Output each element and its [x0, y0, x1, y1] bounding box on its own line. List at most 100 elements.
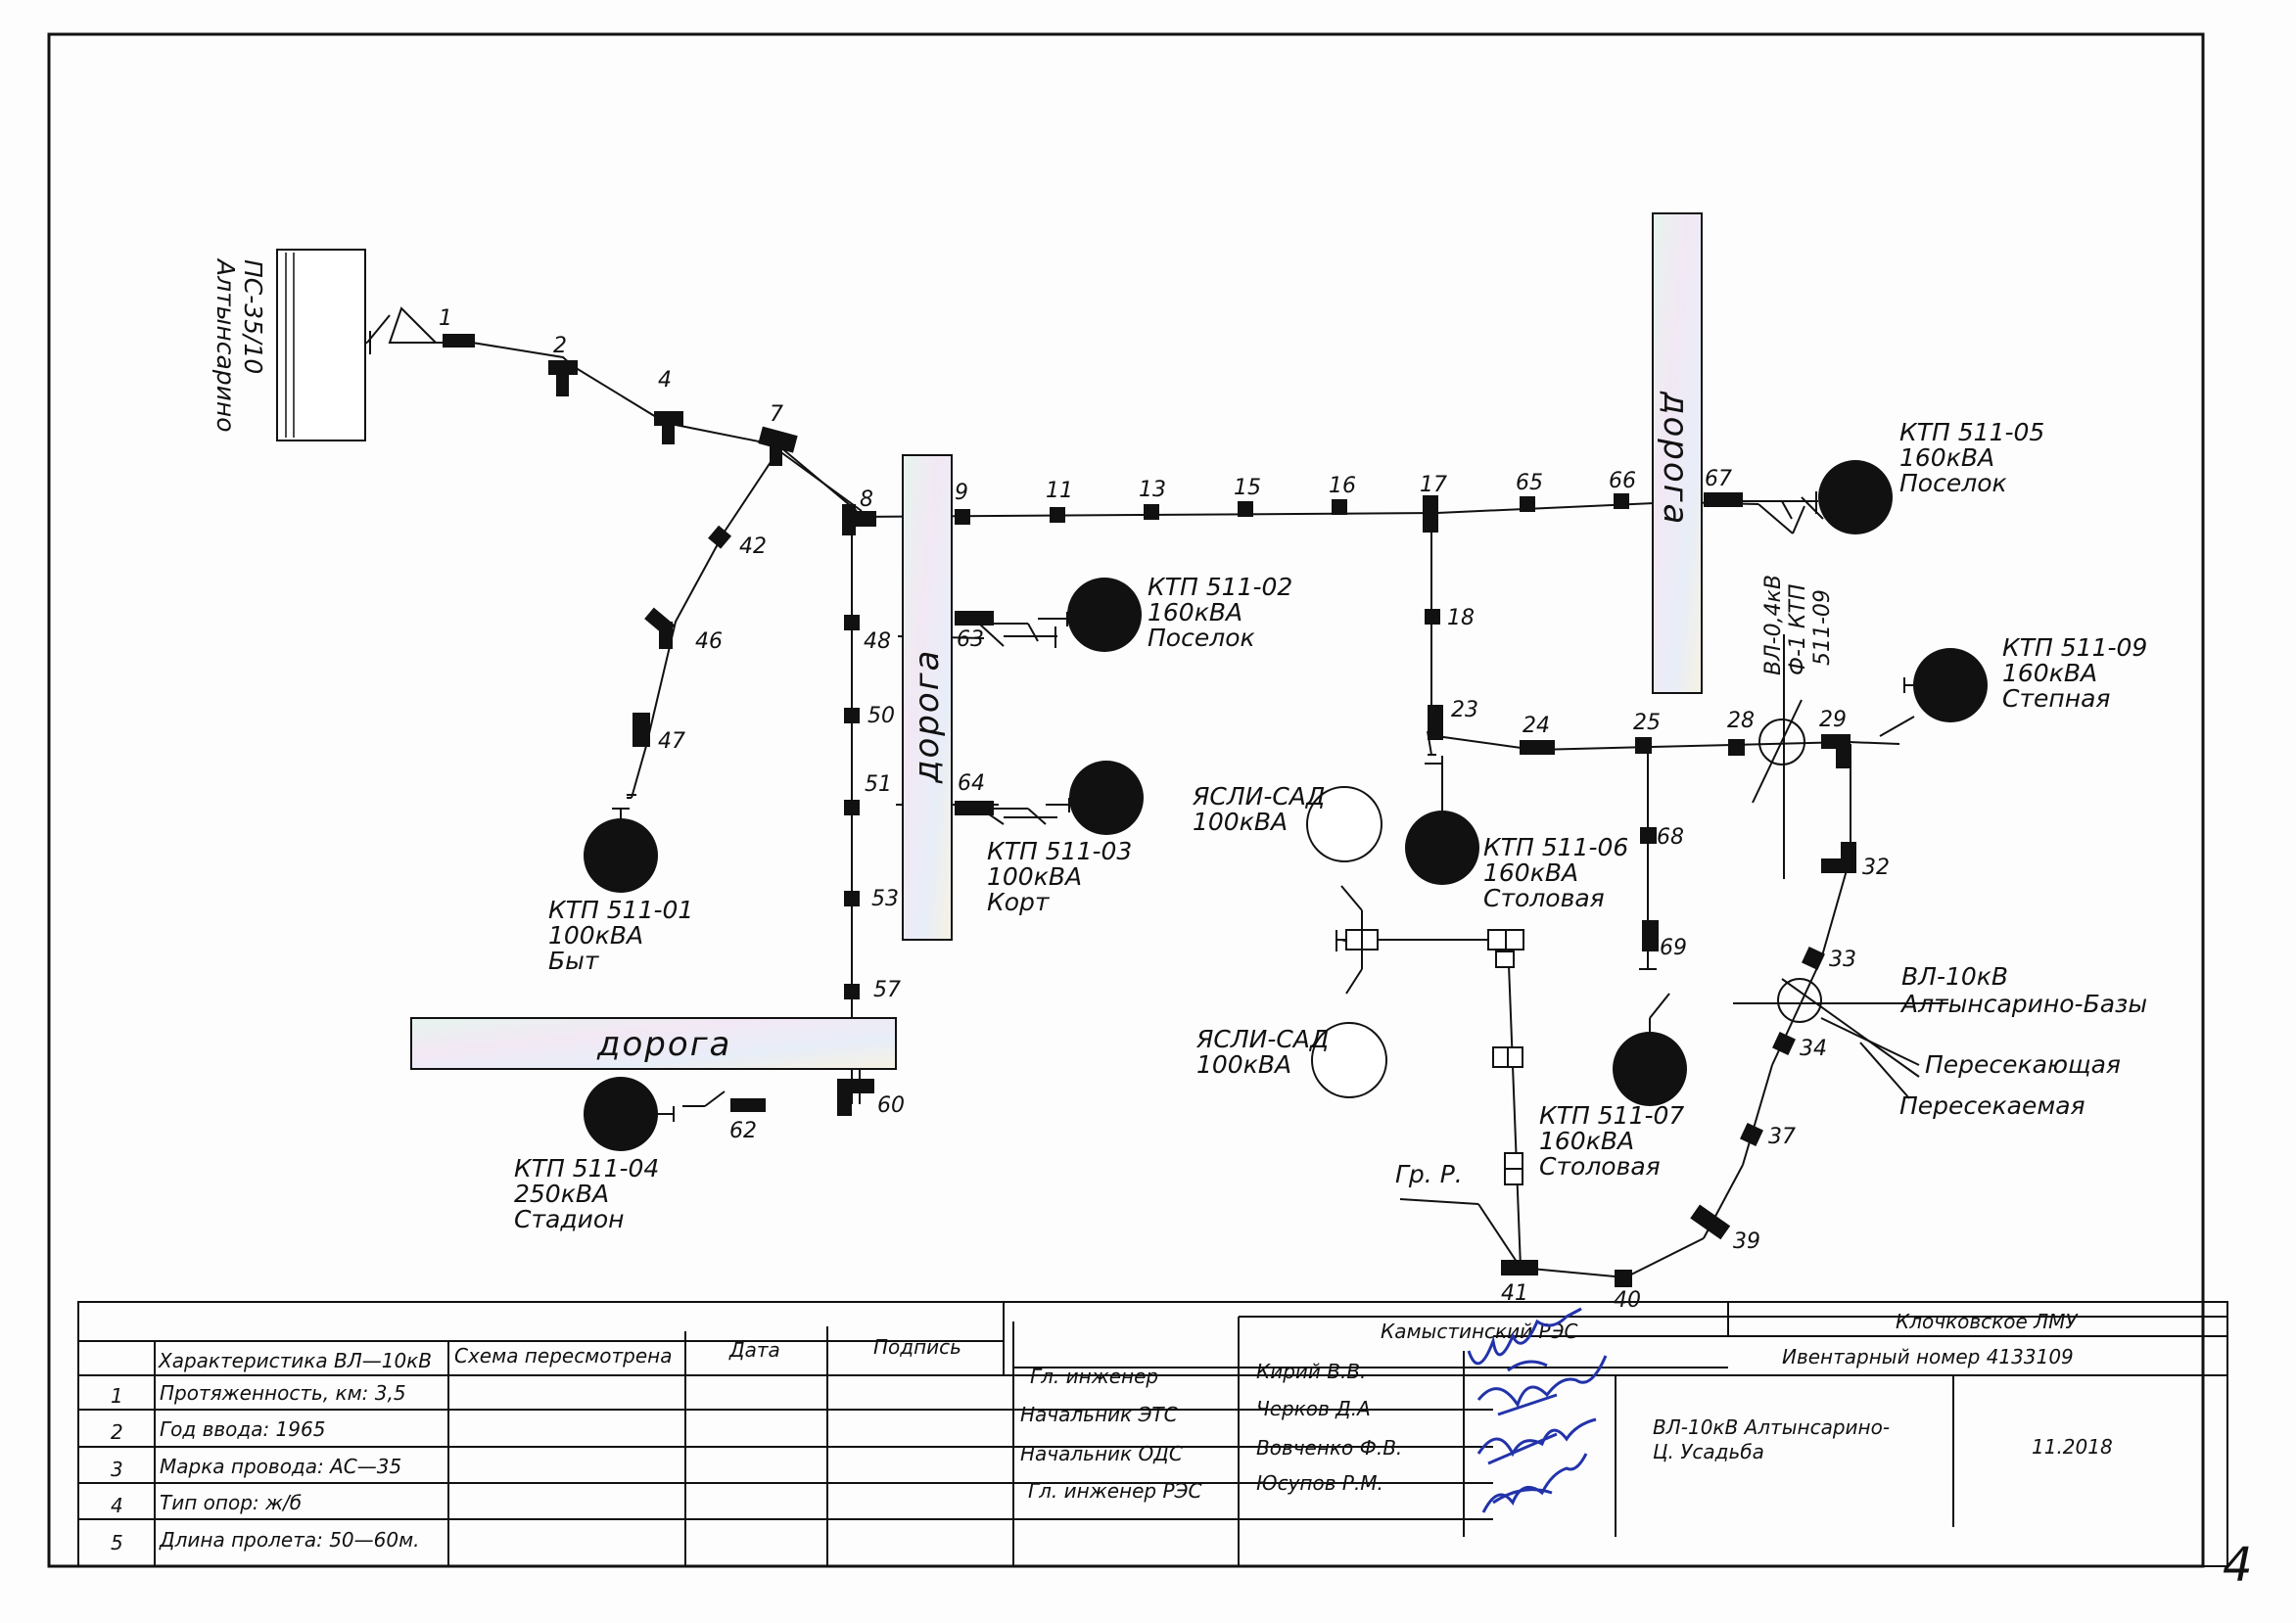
transformer-ktp-511-01: [584, 818, 658, 893]
svg-text:68: 68: [1657, 825, 1684, 850]
svg-text:100кВА: 100кВА: [1193, 808, 1288, 836]
svg-text:34: 34: [1800, 1037, 1827, 1061]
svg-text:66: 66: [1609, 469, 1636, 493]
header-signature: Подпись: [873, 1335, 961, 1359]
svg-text:Протяженность, км: 3,5: Протяженность, км: 3,5: [160, 1381, 406, 1405]
svg-text:ЯСЛИ-САД: ЯСЛИ-САД: [1192, 782, 1325, 811]
svg-text:17: 17: [1420, 473, 1447, 497]
svg-text:160кВА: 160кВА: [1148, 598, 1242, 626]
svg-text:29: 29: [1819, 708, 1847, 732]
signatures: [1467, 1307, 1608, 1513]
svg-text:Поселок: Поселок: [1148, 624, 1255, 652]
svg-text:КТП 511-07: КТП 511-07: [1539, 1101, 1684, 1130]
svg-text:Черков Д.А: Черков Д.А: [1256, 1397, 1371, 1420]
svg-text:КТП 511-09: КТП 511-09: [2002, 633, 2147, 662]
nursery-transformers: [1306, 786, 1387, 1098]
road-horizontal: [410, 1017, 897, 1070]
line-crossing: [1733, 634, 1948, 1099]
svg-text:КТП 511-03: КТП 511-03: [987, 837, 1132, 865]
title-block: [77, 1301, 2228, 1567]
pole-labels: 1 2 4 7 42 46 47 8 48 50 51 53 57 60 62 …: [439, 306, 1890, 1313]
svg-text:42: 42: [739, 534, 767, 559]
svg-text:100кВА: 100кВА: [548, 921, 643, 950]
svg-text:15: 15: [1234, 476, 1261, 500]
substation-location: Алтынсарино: [211, 257, 240, 433]
svg-text:Столовая: Столовая: [1483, 884, 1605, 912]
svg-text:64: 64: [958, 771, 985, 796]
svg-text:Марка провода: АС—35: Марка провода: АС—35: [160, 1455, 401, 1478]
svg-text:КТП 511-06: КТП 511-06: [1483, 833, 1628, 861]
svg-text:Тип опор: ж/б: Тип опор: ж/б: [160, 1491, 302, 1514]
svg-text:67: 67: [1705, 467, 1732, 491]
svg-text:ВЛ-0,4кВ: ВЛ-0,4кВ: [1761, 575, 1786, 675]
svg-text:100кВА: 100кВА: [1196, 1050, 1291, 1079]
svg-text:1: 1: [439, 306, 452, 331]
svg-text:Юсупов Р.М.: Юсупов Р.М.: [1256, 1471, 1383, 1495]
svg-text:5: 5: [111, 1531, 123, 1554]
svg-text:160кВА: 160кВА: [1899, 443, 1994, 472]
svg-text:Корт: Корт: [987, 888, 1051, 916]
svg-text:2: 2: [111, 1420, 123, 1444]
roads: дорога дорога дорога: [410, 212, 1703, 1070]
svg-text:3: 3: [111, 1458, 123, 1481]
transformer-symbols: [584, 460, 1988, 1151]
svg-text:Пересекающая: Пересекающая: [1925, 1050, 2121, 1079]
svg-text:160кВА: 160кВА: [1539, 1127, 1634, 1155]
crossing-labels: ВЛ-0,4кВ Ф-1 КТП 511-09 ВЛ-10кВ Алтынсар…: [1395, 575, 2147, 1188]
header-scheme-revised: Схема пересмотрена: [454, 1344, 673, 1368]
svg-text:62: 62: [729, 1119, 757, 1143]
svg-text:160кВА: 160кВА: [1483, 858, 1578, 887]
svg-text:40: 40: [1614, 1288, 1641, 1313]
svg-text:4: 4: [111, 1494, 123, 1517]
svg-text:47: 47: [658, 729, 685, 754]
svg-text:Гр. Р.: Гр. Р.: [1395, 1160, 1463, 1188]
svg-text:Вовченко Ф.В.: Вовченко Ф.В.: [1256, 1436, 1402, 1460]
svg-text:Начальник ОДС: Начальник ОДС: [1020, 1442, 1183, 1465]
header-date: Дата: [728, 1338, 780, 1362]
svg-text:33: 33: [1829, 948, 1856, 972]
svg-text:32: 32: [1862, 856, 1890, 880]
svg-text:Ф-1 КТП: Ф-1 КТП: [1786, 584, 1810, 675]
svg-text:57: 57: [873, 978, 901, 1002]
svg-text:Степная: Степная: [2002, 684, 2110, 713]
transformer-ktp-511-05: [1818, 460, 1893, 534]
transformer-ktp-511-09: [1913, 648, 1988, 722]
road-label: дорога: [1656, 391, 1695, 526]
transformer-ktp-511-03: [1069, 761, 1144, 835]
svg-text:4: 4: [658, 368, 672, 393]
line-name: ВЛ-10кВ Алтынсарино-: [1653, 1415, 1890, 1439]
svg-text:Длина пролета: 50—60м.: Длина пролета: 50—60м.: [159, 1528, 420, 1552]
transformer-ktp-511-02: [1067, 578, 1142, 652]
road-label: дорога: [908, 649, 947, 784]
svg-text:53: 53: [871, 887, 899, 911]
svg-text:69: 69: [1660, 936, 1687, 960]
svg-text:48: 48: [864, 629, 891, 654]
poles: [443, 334, 1856, 1287]
transformer-ktp-511-04: [584, 1077, 658, 1151]
lmu-name: Клочковское ЛМУ: [1896, 1310, 2079, 1333]
svg-text:Год ввода: 1965: Год ввода: 1965: [160, 1417, 325, 1441]
page-number: 4: [2223, 1538, 2253, 1593]
header-characteristics: Характеристика ВЛ—10кВ: [158, 1349, 432, 1372]
svg-text:51: 51: [865, 772, 892, 797]
svg-text:39: 39: [1733, 1229, 1760, 1254]
svg-text:9: 9: [955, 481, 968, 505]
svg-text:КТП 511-04: КТП 511-04: [514, 1154, 659, 1182]
transformer-ktp-511-07: [1613, 1032, 1687, 1106]
svg-text:37: 37: [1768, 1125, 1796, 1149]
svg-text:КТП 511-01: КТП 511-01: [548, 896, 693, 924]
disconnector-switches: [345, 314, 1824, 1107]
svg-text:Поселок: Поселок: [1899, 469, 2007, 497]
svg-text:46: 46: [695, 629, 723, 654]
svg-text:Гл. инженер РЭС: Гл. инженер РЭС: [1028, 1479, 1201, 1503]
svg-text:11: 11: [1046, 479, 1073, 503]
road-label: дорога: [596, 1025, 731, 1064]
substation-ps-35-10: ПС-35/10 Алтынсарино: [211, 249, 366, 441]
svg-text:18: 18: [1447, 606, 1475, 630]
svg-text:Быт: Быт: [548, 947, 600, 975]
svg-text:16: 16: [1329, 474, 1356, 498]
svg-text:65: 65: [1516, 471, 1543, 495]
line-name-2: Ц. Усадьба: [1653, 1440, 1764, 1463]
svg-text:63: 63: [957, 627, 984, 652]
